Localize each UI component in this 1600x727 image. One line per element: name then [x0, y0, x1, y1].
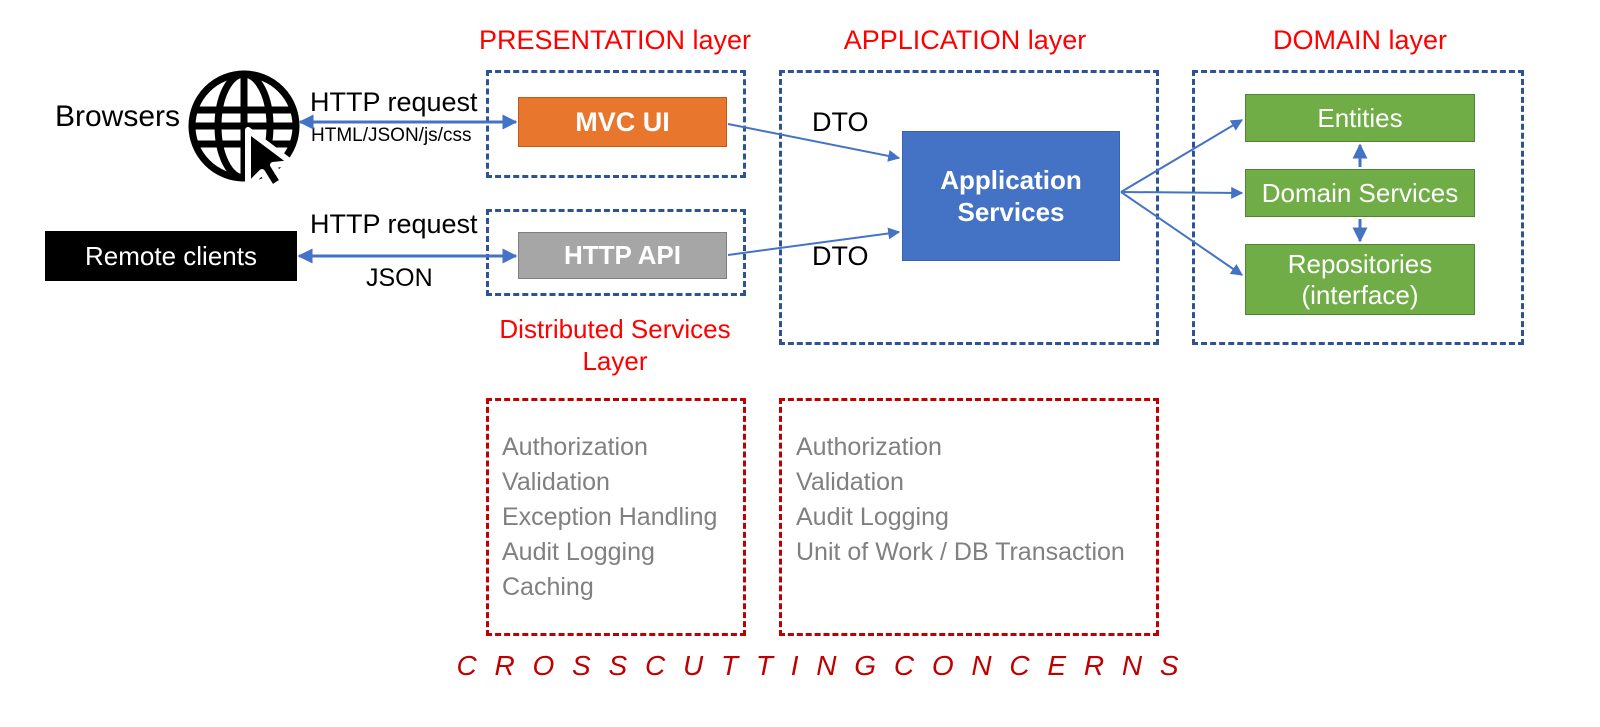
- crosscut-item: Validation: [796, 468, 904, 496]
- browsers-label: Browsers: [55, 100, 181, 133]
- crosscut-application-box: [779, 398, 1159, 636]
- entities-box: Entities: [1245, 94, 1475, 142]
- crosscut-item: Validation: [502, 468, 610, 496]
- domain-layer-title: DOMAIN layer: [1272, 25, 1448, 55]
- http-api-box: HTTP API: [518, 232, 727, 279]
- repositories-line2: (interface): [1301, 279, 1419, 310]
- crosscut-presentation-list: Authorization Validation Exception Handl…: [502, 430, 717, 605]
- crosscut-item: Unit of Work / DB Transaction: [796, 538, 1125, 566]
- presentation-layer-title: PRESENTATION layer: [478, 25, 752, 55]
- application-layer-title: APPLICATION layer: [843, 25, 1087, 55]
- browser-http-request-label: HTTP request: [310, 87, 478, 117]
- application-services-box: Application Services: [902, 131, 1120, 261]
- crosscut-item: Exception Handling: [502, 503, 718, 531]
- application-services-line2: Services: [957, 197, 1065, 227]
- distributed-services-layer-title: Distributed Services Layer: [470, 313, 760, 377]
- crosscut-presentation-box: [486, 398, 746, 636]
- globe-cursor-icon: [186, 68, 306, 191]
- dto-top-label: DTO: [812, 107, 869, 137]
- dto-bottom-label: DTO: [812, 241, 869, 271]
- dsl-title-line1: Distributed Services: [499, 314, 731, 344]
- browser-response-label: HTML/JSON/js/css: [311, 125, 472, 146]
- cross-cutting-concerns-caption: C R O S S C U T T I N G C O N C E R N S: [456, 650, 1184, 681]
- crosscut-item: Authorization: [796, 433, 942, 461]
- crosscut-item: Audit Logging: [502, 538, 655, 566]
- remote-clients-box: Remote clients: [45, 231, 297, 281]
- repositories-line1: Repositories: [1287, 248, 1433, 279]
- crosscut-application-list: Authorization Validation Audit Logging U…: [796, 430, 1125, 570]
- crosscut-item: Audit Logging: [796, 503, 949, 531]
- dsl-title-line2: Layer: [582, 346, 648, 376]
- remote-http-request-label: HTTP request: [310, 209, 478, 239]
- remote-response-label: JSON: [366, 264, 433, 292]
- crosscut-item: Authorization: [502, 433, 648, 461]
- repositories-box: Repositories (interface): [1245, 244, 1475, 315]
- domain-services-box: Domain Services: [1245, 169, 1475, 217]
- mvc-ui-box: MVC UI: [518, 97, 727, 147]
- application-services-line1: Application: [940, 165, 1082, 195]
- crosscut-item: Caching: [502, 573, 594, 601]
